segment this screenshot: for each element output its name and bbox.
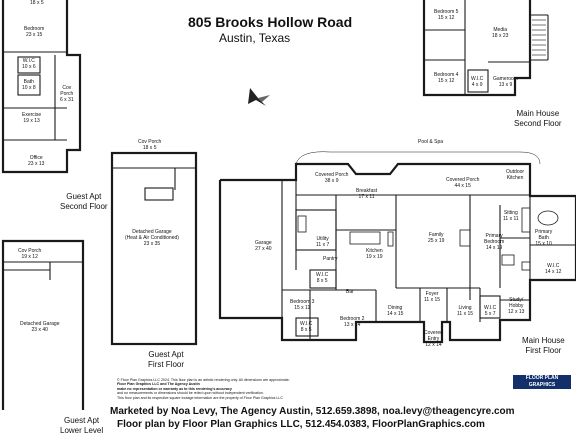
- address-title: 805 Brooks Hollow Road: [188, 14, 353, 30]
- north-arrow-icon: [248, 88, 270, 106]
- room-pantry: Pantry: [323, 256, 338, 262]
- disclaimer: © Floor Plan Graphics LLC 2024. This flo…: [117, 378, 290, 400]
- guest-second-walls: [1, 0, 82, 174]
- guest-lower-walls: [1, 239, 85, 410]
- guest-first-walls: [110, 151, 198, 346]
- room-bar: Bar: [346, 289, 354, 295]
- main-second-walls: [422, 0, 532, 97]
- main-first-walls: [218, 162, 576, 344]
- floor-plan-credit: Floor plan by Floor Plan Graphics LLC, 5…: [117, 419, 485, 430]
- room-detached-garage-gf: Detached Garage(Heat & Air Conditioned)2…: [125, 229, 179, 247]
- marketed-by-credit: Marketed by Noa Levy, The Agency Austin,…: [110, 406, 515, 417]
- city-subtitle: Austin, Texas: [219, 31, 291, 45]
- room-pool: Pool & Spa: [418, 139, 444, 145]
- room-top-partial: 18 x 5: [30, 0, 44, 6]
